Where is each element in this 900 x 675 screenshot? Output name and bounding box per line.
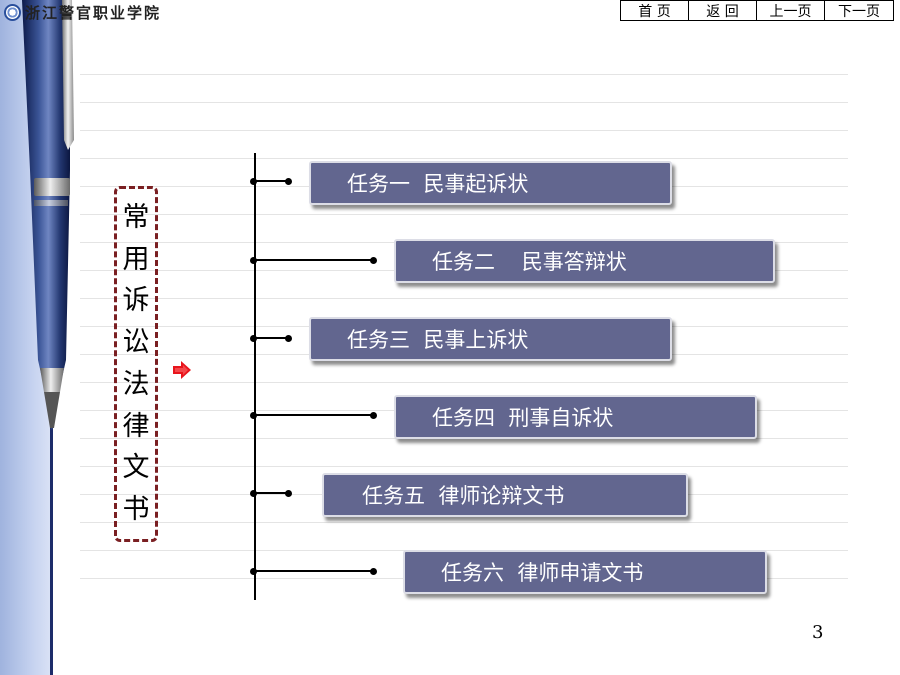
tree-branch-line — [254, 180, 288, 182]
title-char: 讼 — [122, 327, 150, 359]
task-1-civil-complaint-button[interactable]: 任务一 民事起诉状 — [309, 161, 672, 205]
nav-home-button[interactable]: 首 页 — [621, 1, 689, 20]
tree-branch-line — [254, 259, 374, 261]
ruled-line — [80, 214, 848, 215]
nav-previous-button[interactable]: 上一页 — [757, 1, 825, 20]
school-emblem-icon — [4, 3, 21, 21]
tree-trunk-line — [254, 153, 256, 600]
tree-node-dot — [250, 178, 257, 185]
title-char: 常 — [122, 201, 150, 233]
tree-branch-line — [254, 414, 374, 416]
ruled-line — [80, 102, 848, 103]
ruled-line — [80, 466, 848, 467]
right-arrow-icon — [173, 361, 191, 379]
tree-node-dot — [250, 568, 257, 575]
ruled-line — [80, 74, 848, 75]
page-number: 3 — [812, 622, 824, 643]
header-school-title: 浙江警官职业学院 — [0, 0, 165, 24]
task-2-civil-defense-button[interactable]: 任务二 民事答辩状 — [394, 239, 775, 283]
ruled-line — [80, 130, 848, 131]
tree-node-dot — [285, 178, 292, 185]
tree-node-dot — [370, 412, 377, 419]
task-6-lawyer-application-button[interactable]: 任务六 律师申请文书 — [403, 550, 767, 594]
tree-node-dot — [250, 412, 257, 419]
nav-back-button[interactable]: 返 回 — [689, 1, 757, 20]
slide-navigation: 首 页 返 回 上一页 下一页 — [620, 0, 894, 21]
tree-node-dot — [370, 568, 377, 575]
ruled-line — [80, 158, 848, 159]
tree-branch-line — [254, 492, 288, 494]
tree-node-dot — [250, 257, 257, 264]
tree-node-dot — [285, 335, 292, 342]
title-char: 法 — [122, 368, 150, 400]
tree-node-dot — [285, 490, 292, 497]
tree-branch-line — [254, 570, 374, 572]
pen-illustration — [22, 0, 74, 430]
ruled-line — [80, 382, 848, 383]
tree-branch-line — [254, 337, 288, 339]
title-char: 书 — [122, 494, 150, 526]
task-5-lawyer-argument-button[interactable]: 任务五 律师论辩文书 — [322, 473, 688, 517]
title-char: 用 — [122, 243, 150, 275]
ruled-line — [80, 298, 848, 299]
title-char: 诉 — [122, 285, 150, 317]
ruled-line — [80, 522, 848, 523]
title-char: 文 — [122, 452, 150, 484]
title-char: 律 — [122, 410, 150, 442]
tree-node-dot — [370, 257, 377, 264]
nav-next-button[interactable]: 下一页 — [838, 3, 880, 20]
vertical-section-title: 常 用 诉 讼 法 律 文 书 — [114, 186, 158, 542]
task-3-civil-appeal-button[interactable]: 任务三 民事上诉状 — [309, 317, 672, 361]
tree-node-dot — [250, 490, 257, 497]
task-4-criminal-private-prosecution-button[interactable]: 任务四 刑事自诉状 — [394, 395, 757, 439]
school-name: 浙江警官职业学院 — [25, 3, 162, 22]
tree-node-dot — [250, 335, 257, 342]
